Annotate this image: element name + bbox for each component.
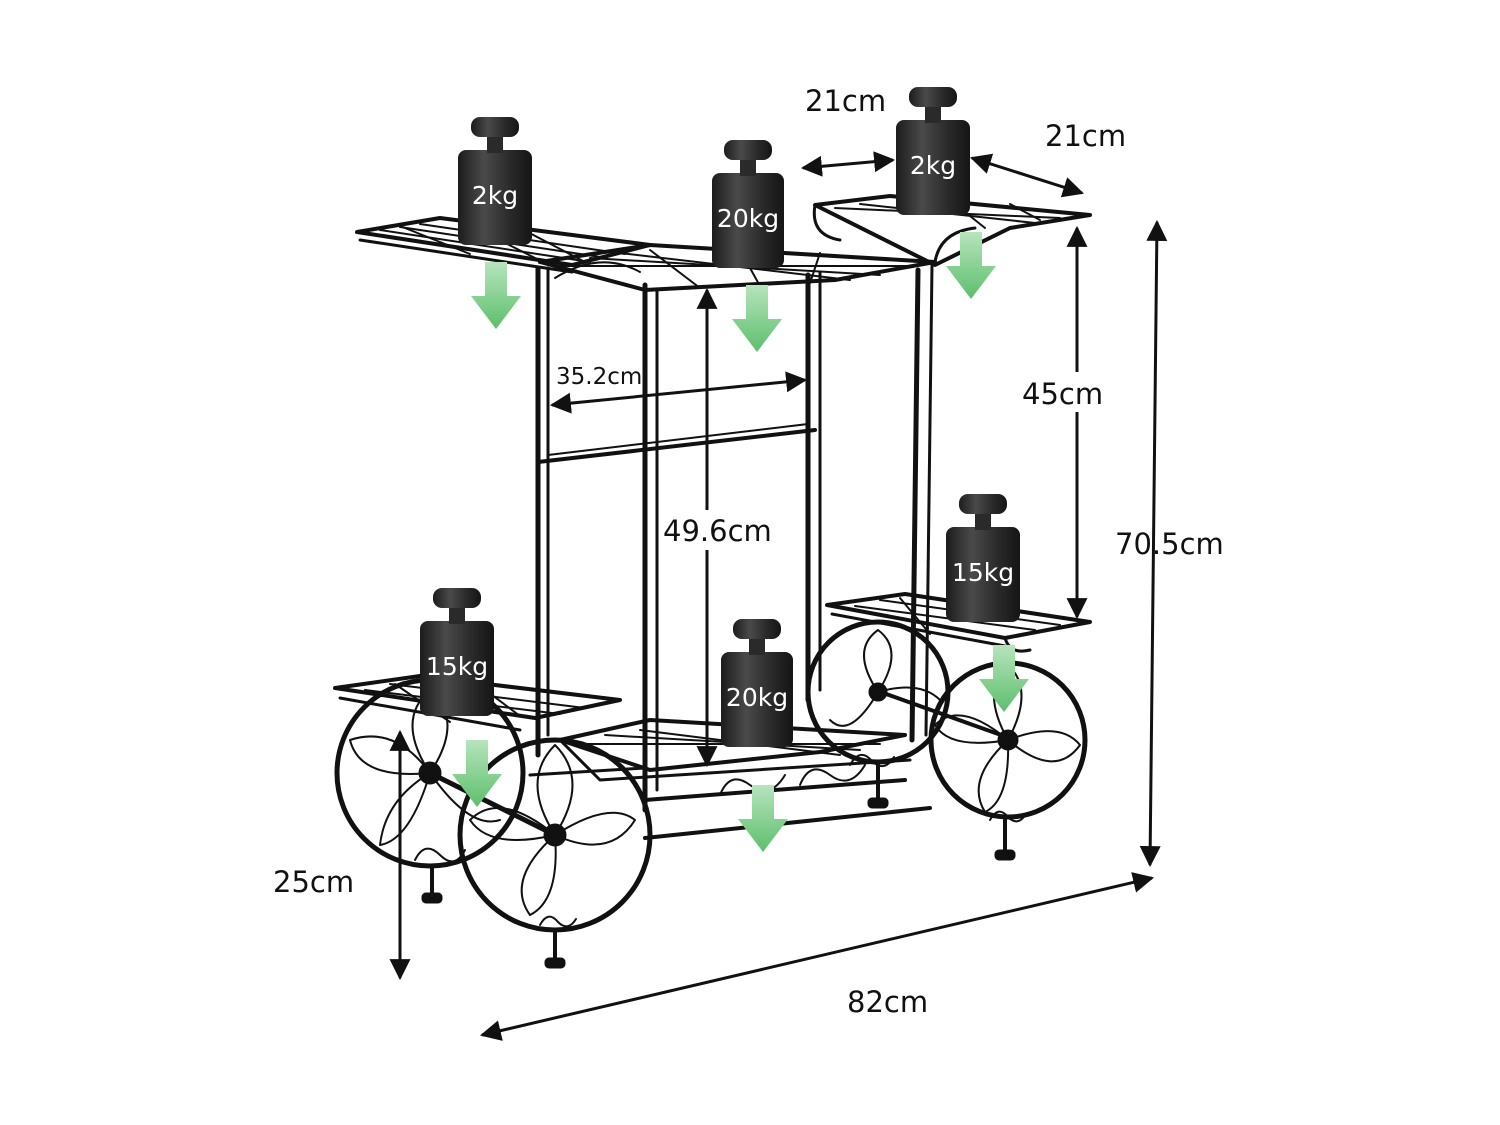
weight-bottom-center: 20kg: [721, 619, 793, 747]
weight-top-center: 20kg: [712, 140, 784, 268]
weight-bottom-right: 15kg: [946, 494, 1020, 622]
dim-line-inner-width: [549, 371, 808, 414]
weight-bottom-left: 15kg: [420, 588, 494, 716]
label-bottom-shelf-height: 25cm: [273, 865, 354, 899]
stand-frame: [333, 194, 1092, 969]
weight-top-right: 2kg: [896, 87, 970, 215]
weight-top-left: 2kg: [458, 117, 532, 245]
dim-line-top-shelf-depth: [800, 151, 896, 177]
load-arrow-bottom-right: [979, 645, 1029, 712]
label-shelf-gap: 45cm: [1022, 377, 1103, 411]
load-arrows: [452, 232, 1029, 852]
weight-label-bottom-left: 15kg: [426, 652, 488, 681]
label-total-length: 82cm: [847, 985, 928, 1019]
load-arrow-bottom-left: [452, 740, 502, 807]
weight-label-top-center: 20kg: [717, 204, 779, 233]
load-arrow-bottom-center: [738, 785, 788, 852]
label-inner-width: 35.2cm: [556, 364, 642, 390]
load-arrow-top-left: [471, 262, 521, 329]
weight-label-bottom-center: 20kg: [726, 683, 788, 712]
dim-line-top-shelf-width: [969, 153, 1085, 198]
load-arrow-top-center: [732, 285, 782, 352]
label-total-height: 70.5cm: [1115, 527, 1224, 561]
label-top-shelf-width: 21cm: [1045, 119, 1126, 153]
label-top-shelf-depth: 21cm: [805, 84, 886, 118]
dimension-lines: [389, 151, 1168, 1041]
weight-label-bottom-right: 15kg: [952, 558, 1014, 587]
load-arrow-top-right: [946, 232, 996, 299]
dim-line-total-length: [479, 872, 1155, 1041]
dimension-labels: 21cm 21cm 35.2cm 45cm 49.6cm 70.5cm 25cm…: [273, 84, 1224, 1019]
dim-line-total-height: [1139, 219, 1168, 868]
weight-label-top-right: 2kg: [910, 151, 956, 180]
weight-label-top-left: 2kg: [472, 181, 518, 210]
label-column-height: 49.6cm: [663, 514, 772, 548]
